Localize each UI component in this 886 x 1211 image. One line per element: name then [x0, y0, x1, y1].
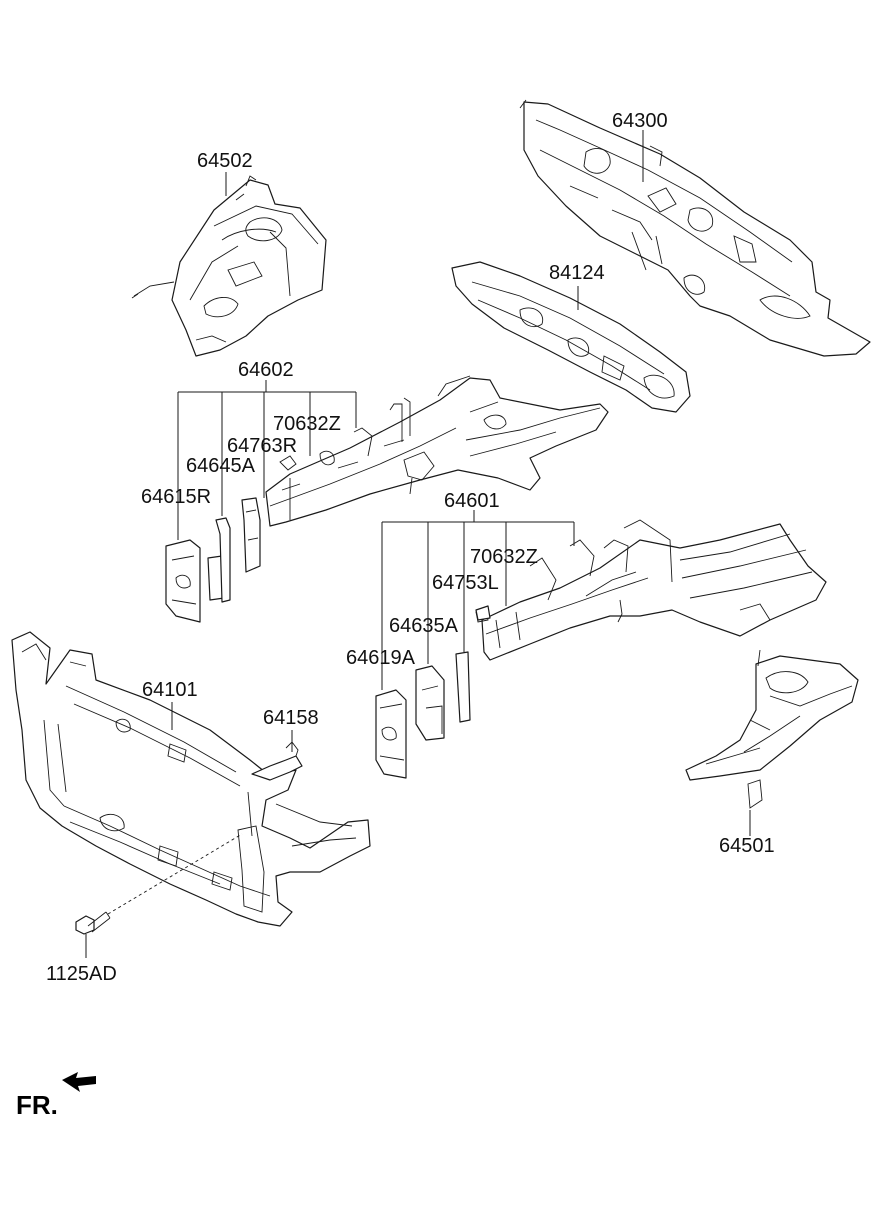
label-64602: 64602 [238, 359, 294, 381]
part-64502-drawing [131, 175, 327, 357]
part-70632Z-lower-drawing [475, 605, 491, 621]
label-64158: 64158 [263, 707, 319, 729]
label-64615R: 64615R [141, 486, 211, 508]
part-64635A-detail [421, 685, 443, 734]
leaders-64601 [381, 510, 575, 690]
part-64501-drawing [685, 649, 859, 809]
label-64763R: 64763R [227, 435, 297, 457]
label-64601: 64601 [444, 490, 500, 512]
part-64753L-drawing [455, 651, 471, 723]
label-64753L: 64753L [432, 572, 499, 594]
front-direction-label: FR. [16, 1090, 58, 1120]
bolt-install-path [107, 833, 243, 915]
label-70632Z-upper: 70632Z [273, 413, 341, 435]
label-64619A: 64619A [346, 647, 416, 669]
part-64763R-detail [245, 509, 259, 541]
label-64502: 64502 [197, 150, 253, 172]
label-64501: 64501 [719, 835, 775, 857]
label-84124: 84124 [549, 262, 605, 284]
part-64158-drawing [251, 741, 303, 781]
part-64645A-drawing [215, 517, 231, 603]
part-64619A-detail [379, 703, 405, 761]
part-64635A-drawing [415, 665, 445, 741]
label-1125AD: 1125AD [46, 963, 117, 985]
part-64101-drawing [11, 631, 371, 927]
part-84124-drawing [451, 261, 691, 413]
label-64635A: 64635A [389, 615, 459, 637]
part-64602-drawing [265, 375, 609, 527]
part-64619A-drawing [375, 689, 407, 779]
leaders-64602 [177, 380, 357, 540]
label-70632Z-lower: 70632Z [470, 546, 538, 568]
part-64615R-detail [171, 555, 197, 605]
part-64763R-drawing [241, 497, 261, 573]
arrow-left-icon [62, 1072, 96, 1092]
label-64645A: 64645A [186, 455, 256, 477]
part-1125AD-drawing [75, 911, 111, 935]
part-64601-drawing [475, 519, 827, 661]
label-64300: 64300 [612, 110, 668, 132]
label-64101: 64101 [142, 679, 198, 701]
part-64300-drawing [519, 99, 871, 357]
part-64615R-drawing [165, 539, 201, 623]
